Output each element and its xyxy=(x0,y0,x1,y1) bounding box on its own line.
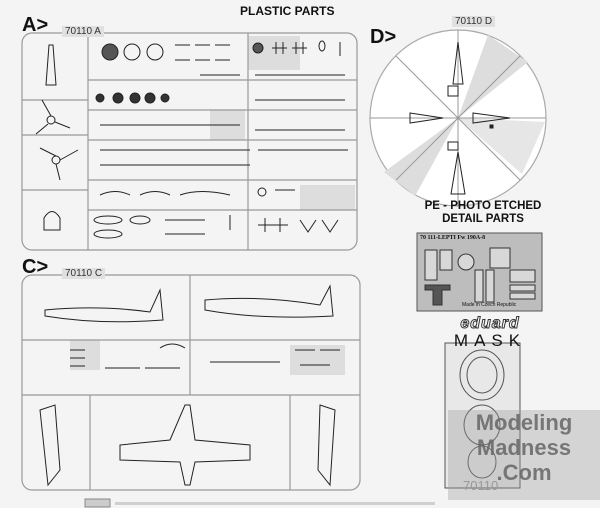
sprue-c-code: 70110 C xyxy=(62,268,106,279)
eduard-brand: eduard xyxy=(460,315,520,332)
sprue-d-label: D> xyxy=(370,26,397,48)
sprue-c-parts xyxy=(39,284,340,487)
pe-fret-footer: Made in Czech Republic xyxy=(462,302,517,308)
pe-fret xyxy=(416,232,543,312)
watermark: Modeling Madness .Com xyxy=(448,410,600,485)
footer-swatch xyxy=(84,498,111,508)
pe-title-line2: DETAIL PARTS xyxy=(442,213,524,225)
sprue-d xyxy=(369,29,547,207)
footer-text-line xyxy=(115,502,435,505)
sprue-d-code: 70110 D xyxy=(452,16,496,27)
sprue-c-label: C> xyxy=(22,256,49,278)
sprue-a-label: A> xyxy=(22,14,49,36)
mask-sheet xyxy=(444,342,521,489)
eduard-mask-logo: eduard MASK xyxy=(440,315,540,350)
mask-sheet-code: 70110 xyxy=(463,478,499,493)
sprue-a xyxy=(21,32,358,251)
watermark-line1: Modeling xyxy=(475,410,573,435)
pe-section-title: PE - PHOTO ETCHED DETAIL PARTS xyxy=(408,200,558,226)
mask-label: MASK xyxy=(453,331,527,350)
pe-title-line1: PE - PHOTO ETCHED xyxy=(424,200,542,212)
watermark-line2: Madness xyxy=(476,435,572,460)
sprue-a-parts xyxy=(35,40,348,239)
watermark-backdrop xyxy=(448,410,600,500)
page-title: PLASTIC PARTS xyxy=(240,4,335,18)
pe-fret-label: 70 111-LEPTI Fw 190A-8 xyxy=(420,235,486,241)
sprue-a-code: 70110 A xyxy=(62,26,104,37)
watermark-line3: .Com xyxy=(496,460,552,485)
sprue-c xyxy=(21,274,361,491)
